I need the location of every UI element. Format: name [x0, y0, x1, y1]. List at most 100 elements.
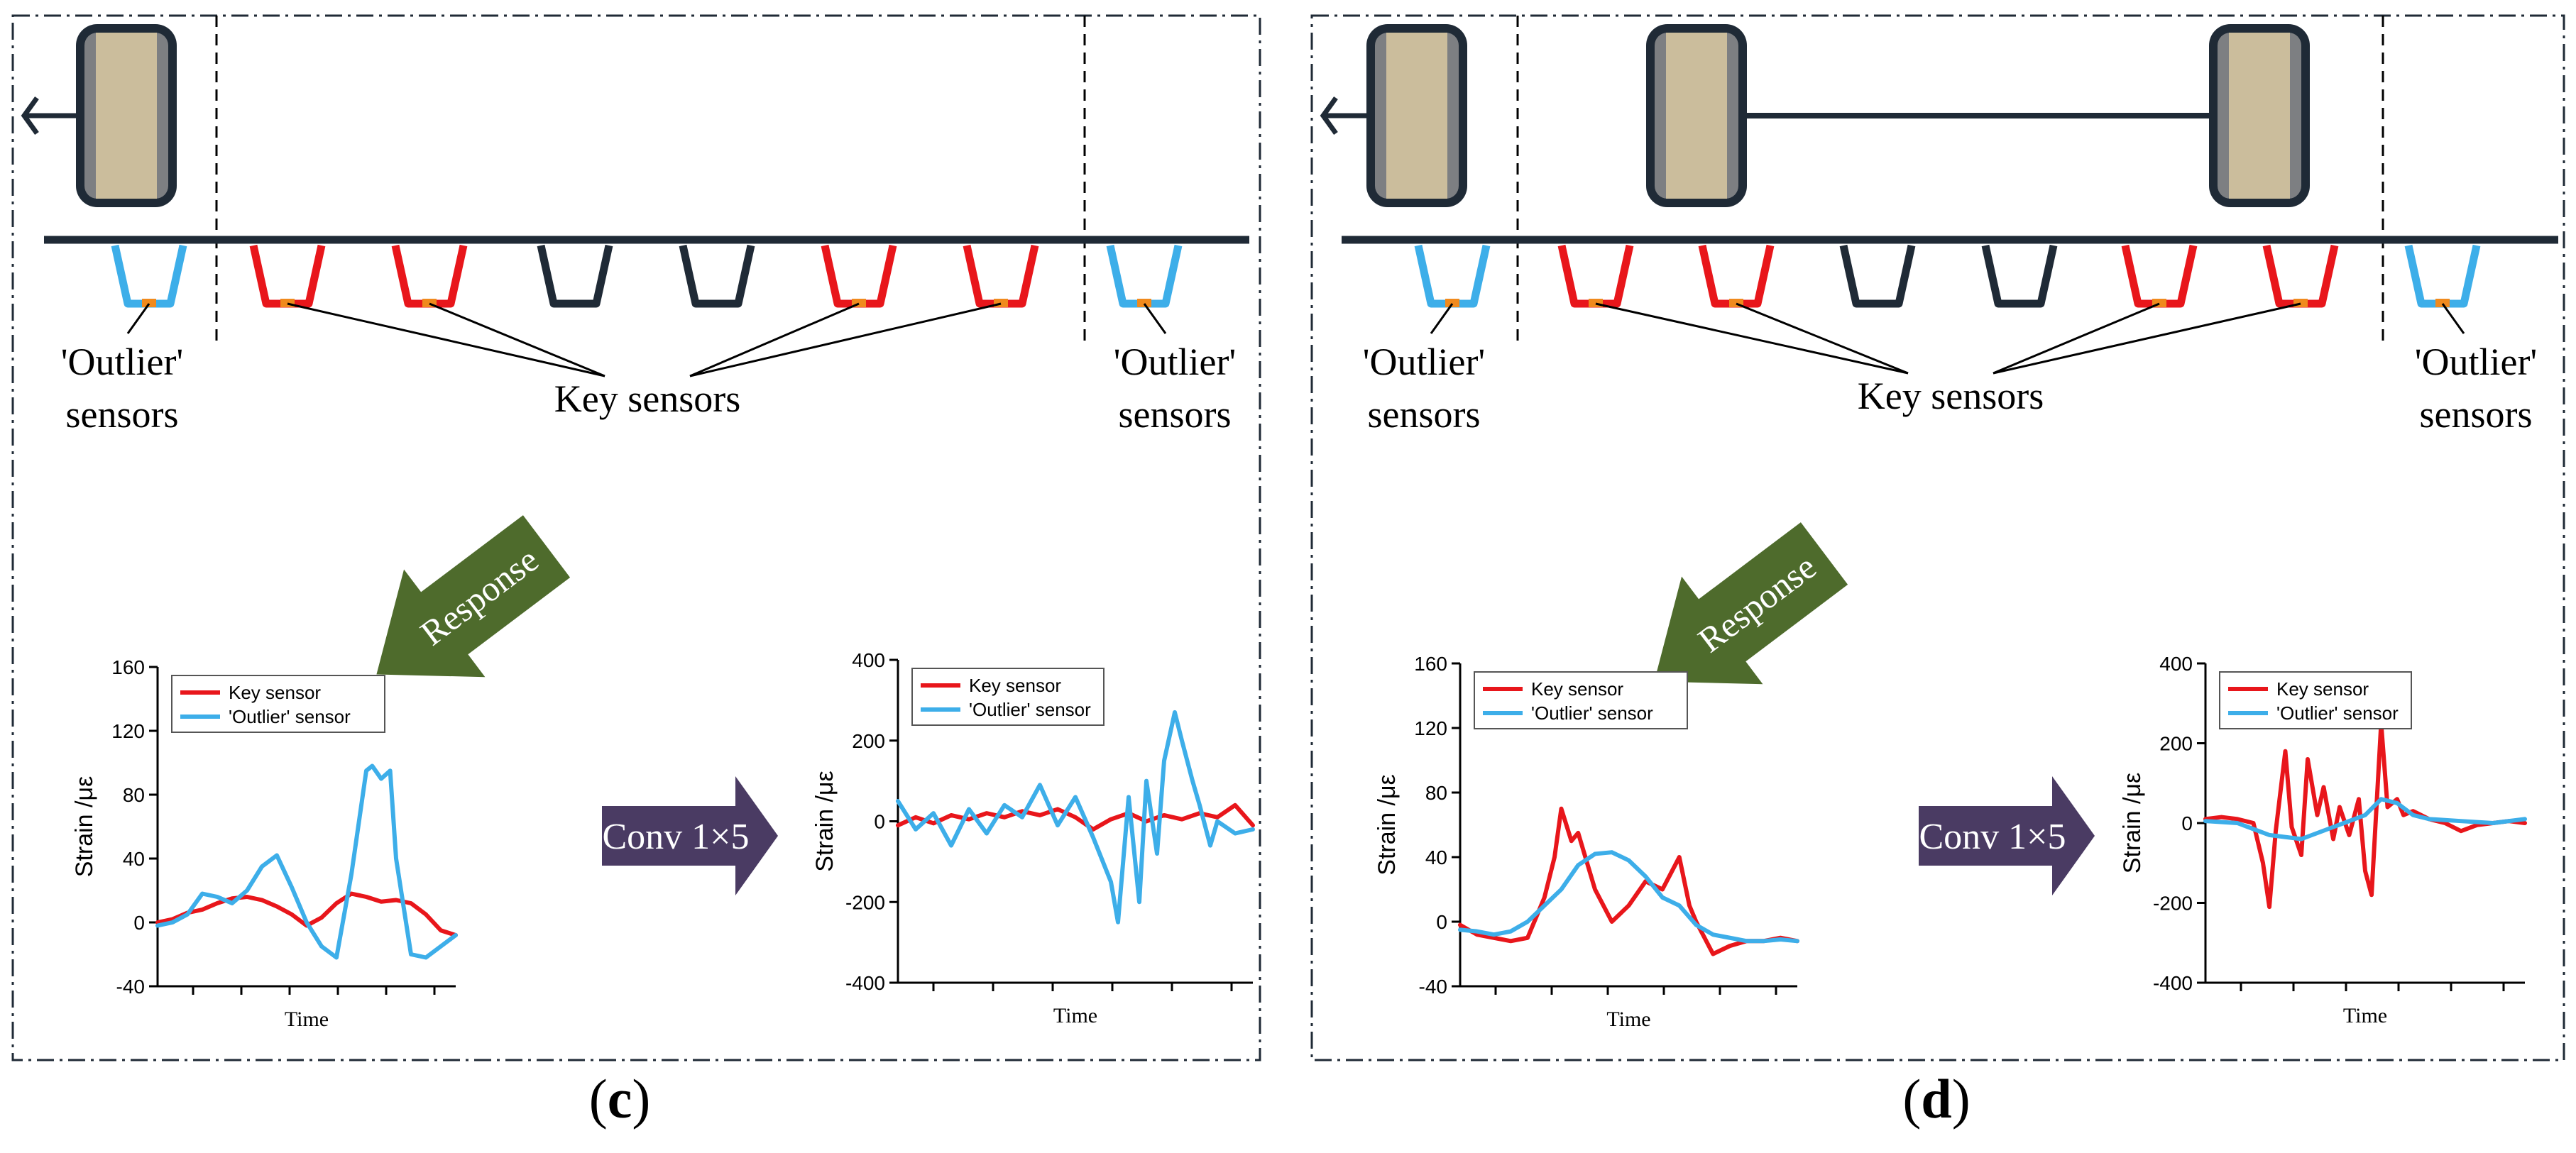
pointer-line-outlier — [1143, 303, 1167, 334]
sensor-3-red — [1698, 244, 1775, 308]
legend-entry: 'Outlier' sensor — [969, 699, 1091, 720]
legend-box — [2219, 671, 2412, 729]
pointer-line-outlier — [126, 303, 150, 334]
outlier-sensors-label-right: 'Outlier' — [2415, 341, 2537, 383]
sensor-trapezoid — [2404, 244, 2481, 308]
sensor-6-red — [2121, 244, 2198, 308]
outlier-sensors-label-left: 'Outlier' — [61, 341, 183, 383]
tow-bar — [21, 96, 76, 136]
tire-tread — [1666, 33, 1727, 199]
y-tick-label: 80 — [123, 784, 145, 806]
legend-entry: 'Outlier' sensor — [1531, 702, 1653, 724]
response-arrow-shape — [376, 515, 571, 678]
series-line-key-sensor — [1458, 806, 1799, 956]
outlier-sensors-label-left: sensors — [1368, 393, 1481, 436]
response-arrow-shape — [1654, 522, 1848, 685]
conv-arrow-label: Conv 1×5 — [1919, 817, 2066, 857]
legend-entry: 'Outlier' sensor — [229, 706, 351, 727]
legend-box — [171, 675, 385, 733]
conv-arrow-label: Conv 1×5 — [602, 817, 749, 857]
series-line-outlier-sensor — [155, 763, 458, 960]
tire-tread — [1386, 33, 1447, 199]
y-tick-label: 40 — [123, 848, 145, 870]
conv-arrow: Conv 1×5 — [602, 776, 778, 895]
y-tick-label: 120 — [1414, 717, 1447, 739]
sensor-8-blue — [2404, 244, 2481, 308]
y-tick-label: 400 — [852, 649, 885, 671]
legend-entry: Key sensor — [969, 675, 1061, 696]
panel-frame — [1310, 14, 2565, 1061]
pointer-line-key — [689, 302, 1002, 377]
y-tick-label: 160 — [1414, 653, 1447, 675]
sensor-trapezoid — [249, 244, 326, 308]
panel-c: Key sensors'Outlier'sensors'Outlier'sens… — [11, 14, 1261, 1130]
caption-close: ) — [632, 1068, 650, 1130]
legend-entry: 'Outlier' sensor — [2276, 702, 2399, 724]
sensor-node — [1445, 299, 1459, 307]
y-axis-label: Strain /με — [1374, 774, 1401, 875]
panel-d: Key sensors'Outlier'sensors'Outlier'sens… — [1310, 14, 2565, 1130]
sensor-3-red — [391, 244, 468, 308]
sensor-node — [2293, 299, 2308, 307]
y-axis-label: Strain /με — [811, 771, 838, 871]
sensor-trapezoid — [1698, 244, 1775, 308]
y-tick-label: 400 — [2159, 653, 2193, 675]
key-sensors-label: Key sensors — [554, 377, 740, 420]
conv-arrow: Conv 1×5 — [1919, 776, 2095, 895]
x-axis-label: Time — [1606, 1008, 1650, 1031]
tire-1 — [1366, 24, 1467, 207]
legend-entry: Key sensor — [229, 682, 321, 703]
y-tick-label: 0 — [2181, 812, 2193, 834]
panel-caption: (d) — [1902, 1068, 1970, 1130]
pointer-line-key — [1993, 302, 2160, 375]
x-axis-label: Time — [285, 1008, 329, 1031]
y-tick-label: 120 — [111, 720, 145, 742]
tire-tread — [2229, 33, 2290, 199]
y-axis-label: Strain /με — [71, 776, 98, 877]
pointer-line-key — [1595, 302, 1909, 375]
sensor-node — [142, 299, 156, 307]
sensor-trapezoid — [821, 244, 897, 308]
sensor-trapezoid — [1839, 244, 1916, 308]
sensor-trapezoid — [963, 244, 1039, 308]
y-tick-label: -40 — [1419, 976, 1447, 998]
y-tick-label: 0 — [1436, 911, 1447, 933]
y-tick-label: 40 — [1425, 846, 1447, 868]
sensor-trapezoid — [1414, 244, 1491, 308]
legend-box — [1474, 671, 1688, 729]
sensor-2-red — [249, 244, 326, 308]
sensor-node — [1137, 299, 1151, 307]
outlier-sensors-label-right: 'Outlier' — [1114, 341, 1236, 383]
outlier-sensors-label-left: sensors — [66, 393, 179, 436]
sensor-4-black — [537, 244, 613, 308]
pointer-line-outlier — [1430, 303, 1454, 334]
sensor-7-red — [963, 244, 1039, 308]
sensor-trapezoid — [1981, 244, 2058, 308]
sensor-4-black — [1839, 244, 1916, 308]
panel-frame — [11, 14, 1261, 1061]
tire-3 — [2209, 24, 2310, 207]
y-tick-label: 0 — [874, 811, 885, 833]
y-tick-label: -400 — [2153, 972, 2193, 994]
sensor-5-black — [1981, 244, 2058, 308]
sensor-node — [280, 299, 295, 307]
y-tick-label: -40 — [116, 976, 145, 998]
pointer-line-key — [1993, 302, 2301, 375]
panel-caption: (c) — [589, 1068, 651, 1130]
sensor-trapezoid — [2262, 244, 2339, 308]
sensor-2-red — [1557, 244, 1634, 308]
y-tick-label: 200 — [852, 730, 885, 752]
sensor-trapezoid — [537, 244, 613, 308]
y-tick-label: 80 — [1425, 782, 1447, 804]
sensor-6-red — [821, 244, 897, 308]
conv-arrow-shape — [602, 776, 778, 895]
caption-letter: d — [1921, 1068, 1951, 1130]
sensor-7-red — [2262, 244, 2339, 308]
series-line-key-sensor — [896, 802, 1255, 832]
series-line-outlier-sensor — [896, 710, 1255, 925]
outlier-sensors-label-left: 'Outlier' — [1363, 341, 1485, 383]
legend-entry: Key sensor — [1531, 678, 1623, 700]
